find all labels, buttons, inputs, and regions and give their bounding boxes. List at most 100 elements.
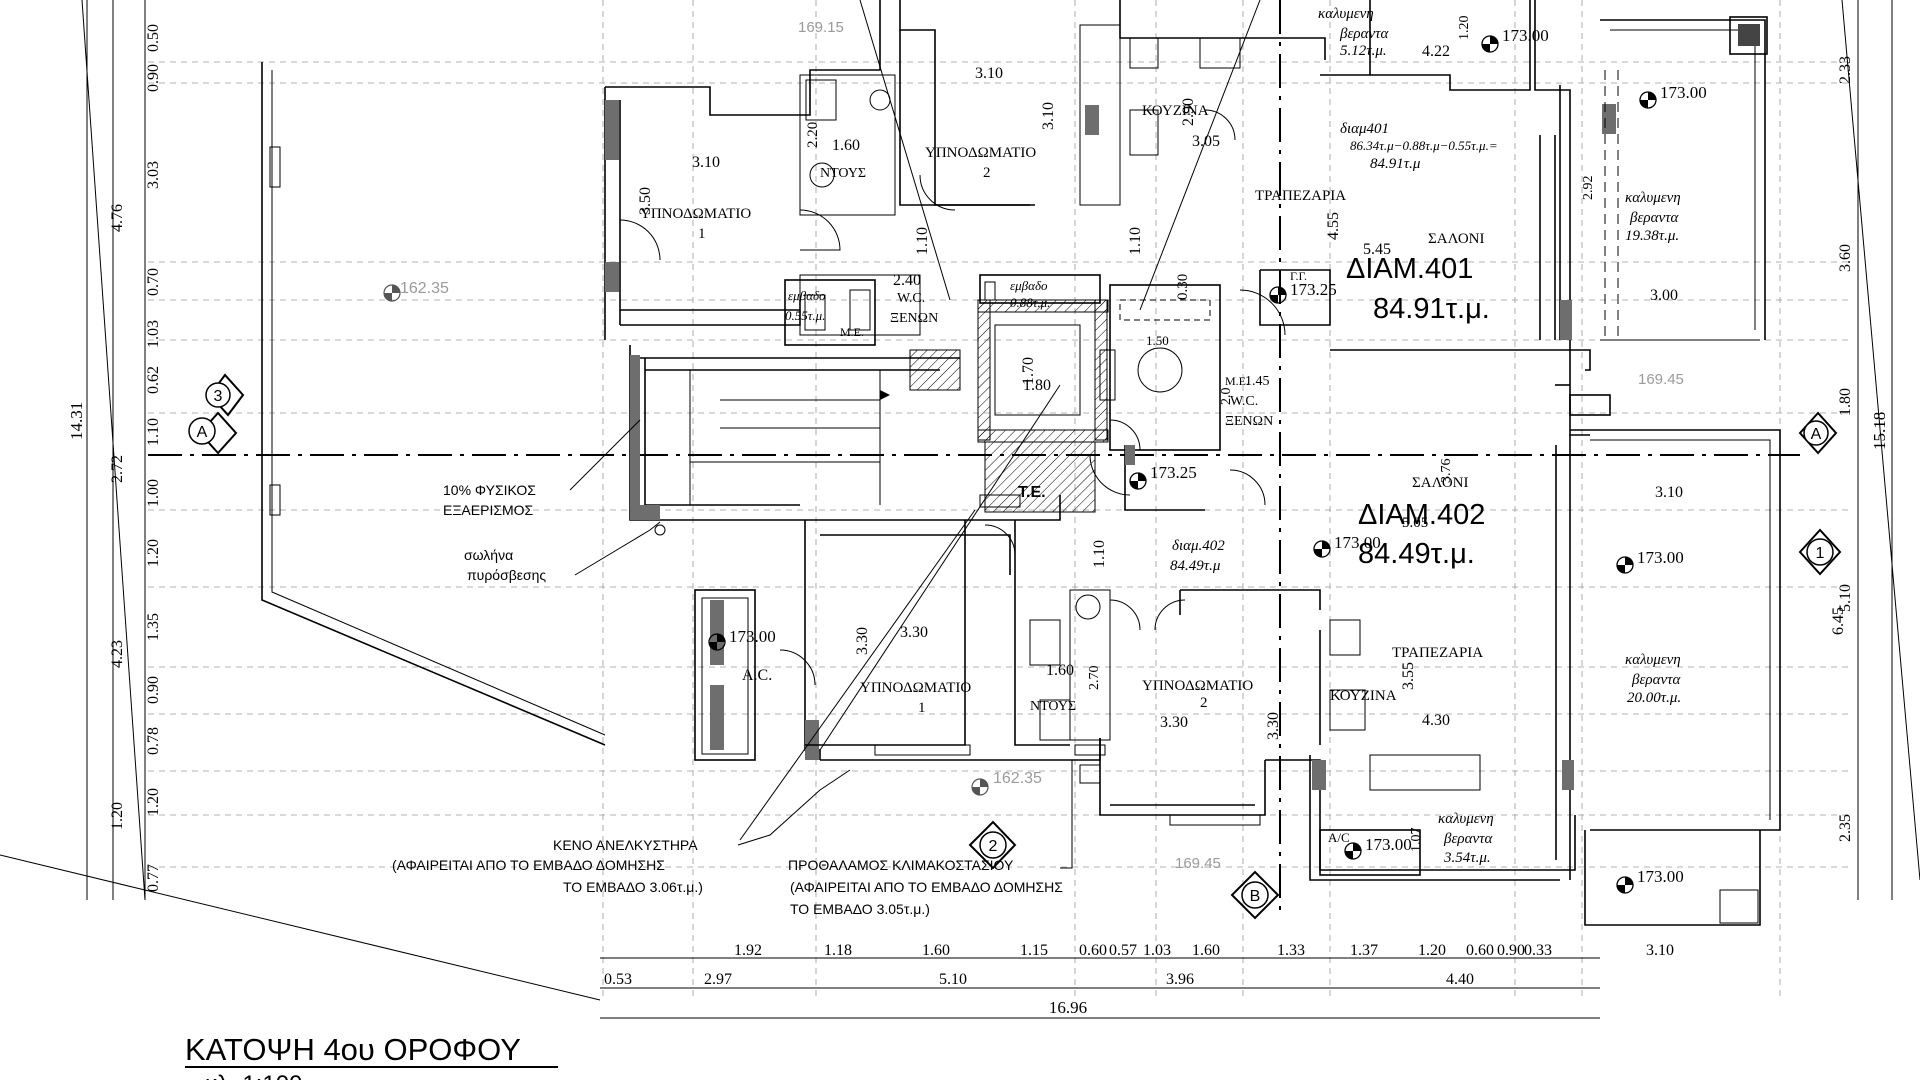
- ac-label: A.C.: [742, 667, 772, 684]
- dimension-value: 1.15: [1020, 942, 1048, 959]
- axis-markers: A 3 A 1 2 B: [188, 373, 1842, 920]
- apt-402-kitchen: ΚΟΥΖΙΝΑ: [1330, 688, 1397, 704]
- room-dim: 1.20: [1457, 16, 1472, 41]
- level-marker: 173.00: [708, 627, 776, 651]
- leader-lines: [569, 0, 1261, 869]
- dimension-value: 0.50: [145, 24, 162, 52]
- dimension-value: 1.60: [1192, 942, 1220, 959]
- apt-402-bedroom-1: ΥΠΝΟΔΩΜΑΤΙΟ: [860, 680, 971, 696]
- svg-text:B: B: [1250, 888, 1261, 905]
- apt-402-veranda-bottom-2: βεραντα: [1443, 831, 1493, 847]
- room-dim: 3.30: [1160, 714, 1188, 731]
- svg-text:173.00: 173.00: [1365, 835, 1412, 854]
- axis-marker-a-left: A: [188, 411, 238, 455]
- apt-402-dining: ΤΡΑΠΕΖΑΡΙΑ: [1392, 645, 1483, 661]
- dimension-right-inner: 6.45: [1830, 607, 1847, 635]
- gg-label: Γ.Γ.: [1290, 269, 1307, 283]
- axis-marker-a-right: A: [1798, 411, 1838, 455]
- room-dim: 3.30: [900, 624, 928, 641]
- apt-401-bedroom-1-num: 1: [698, 226, 706, 242]
- svg-text:A: A: [1811, 426, 1822, 443]
- dimension-value: 0.60: [1466, 942, 1494, 959]
- dimension-value: 1.20: [145, 539, 162, 567]
- drawing-scale: κλ. 1:100: [205, 1071, 302, 1080]
- dimension-value: 0.62: [145, 366, 162, 394]
- dimension-value: 3.60: [1837, 244, 1854, 272]
- svg-text:173.00: 173.00: [1637, 548, 1684, 567]
- dimension-total-right: 15.18: [1870, 412, 1889, 450]
- apt-401-veranda-top: καλυμενη: [1318, 6, 1374, 22]
- room-dim: 3.10: [975, 65, 1003, 82]
- room-dim: 1.10: [914, 227, 931, 255]
- svg-text:173.00: 173.00: [1334, 533, 1381, 552]
- level-marker: 173.00: [1344, 835, 1412, 860]
- room-dim: 1.07: [1409, 828, 1424, 853]
- room-dim: 1.45: [1245, 374, 1270, 389]
- level-marker: 173.25: [1129, 463, 1197, 490]
- apt-402-shower: ΝΤΟΥΣ: [1030, 699, 1076, 714]
- apt-402-veranda-right: καλυμενη: [1625, 652, 1681, 668]
- note-lobby-3: ΤΟ ΕΜΒΑΔΟ 3.05τ.μ.): [790, 901, 930, 917]
- room-dim: 3.00: [1650, 287, 1678, 304]
- axis-marker-2: 2: [968, 820, 1017, 870]
- apt-401-veranda-top-area: 5.12τ.μ.: [1340, 43, 1387, 59]
- svg-text:A: A: [197, 424, 208, 441]
- room-dim: 3.30: [854, 627, 871, 655]
- dimension-total-left: 14.31: [67, 402, 86, 440]
- apt-402-wc-guest: ΞΕΝΩΝ: [1225, 414, 1273, 429]
- apt-402-living: ΣΑΛΟΝΙ: [1412, 475, 1468, 491]
- apt-401-label-small: διαμ401: [1340, 121, 1389, 137]
- svg-text:173.00: 173.00: [1637, 867, 1684, 886]
- room-dim: 1.50: [1146, 333, 1169, 348]
- level-marker: 173.00: [1481, 26, 1549, 53]
- dimension-value: 2.33: [1837, 56, 1854, 84]
- dimension-value: 0.78: [145, 727, 162, 755]
- apt-401-calc-result: 84.91τ.μ: [1370, 156, 1421, 172]
- room-dim: 3.50: [637, 187, 654, 215]
- note-lobby-1: ΠΡΟΘΑΛΑΜΟΣ ΚΛΙΜΑΚΟΣΤΑΣΙΟΥ: [788, 857, 1014, 873]
- level-marker: 173.00: [1616, 867, 1684, 894]
- svg-text:173.25: 173.25: [1150, 463, 1197, 482]
- room-dim: 4.30: [1422, 712, 1450, 729]
- apt-402-label: ΔΙΑΜ.402: [1358, 499, 1485, 531]
- core-walls: [629, 284, 1221, 521]
- room-dim: 2.40: [893, 272, 921, 289]
- svg-text:173.00: 173.00: [1660, 83, 1707, 102]
- dimension-value: 1.80: [1837, 388, 1854, 416]
- note-lobby-2: (ΑΦΑΙΡΕΙΤΑΙ ΑΠΟ ΤΟ ΕΜΒΑΔΟ ΔΟΜΗΣΗΣ: [790, 879, 1063, 895]
- dimension-value: 4.23: [109, 640, 126, 668]
- apartment-401-walls: [604, 0, 1768, 371]
- apt-401-embado-1: εμβαδο: [788, 288, 826, 303]
- apt-401-area: 84.91τ.μ.: [1373, 293, 1490, 325]
- apt-401-bedroom-2-num: 2: [983, 165, 991, 181]
- room-dim: 3.76: [1439, 459, 1454, 484]
- apt-401-label: ΔΙΑΜ.401: [1346, 253, 1473, 285]
- dimension-value: 1.20: [145, 788, 162, 816]
- axis-marker-3: 3: [205, 373, 245, 417]
- svg-text:173.00: 173.00: [1502, 26, 1549, 45]
- dimension-value: 1.20: [1418, 942, 1446, 959]
- room-dim: 1.70: [1020, 357, 1037, 385]
- small-shafts: [784, 274, 1101, 346]
- axis-marker-1: 1: [1798, 528, 1842, 576]
- apt-402-area-small: 84.49τ.μ: [1170, 558, 1221, 574]
- dimension-value: 0.70: [145, 268, 162, 296]
- dimension-value: 0.90: [1497, 942, 1525, 959]
- apt-402-bedroom-2: ΥΠΝΟΔΩΜΑΤΙΟ: [1142, 678, 1253, 694]
- note-elevator-2: (ΑΦΑΙΡΕΙΤΑΙ ΑΠΟ ΤΟ ΕΜΒΑΔΟ ΔΟΜΗΣΗΣ: [392, 857, 665, 873]
- level-marker: 173.00: [1616, 548, 1684, 574]
- apartment-402-walls: [694, 349, 1781, 926]
- apt-401-embado-2-area: 0.88τ.μ.: [1010, 295, 1050, 310]
- dimension-value: 0.90: [145, 64, 162, 92]
- te-label: Τ.Ε.: [1018, 484, 1046, 501]
- note-ventilation-2: ΕΞΑΕΡΙΣΜΟΣ: [443, 502, 534, 518]
- apt-402-veranda-bottom-area: 3.54τ.μ.: [1443, 850, 1491, 866]
- room-dim: 1.80: [1023, 377, 1051, 394]
- room-dim: 1.60: [832, 137, 860, 154]
- dimension-value: 3.96: [1166, 971, 1194, 988]
- dimension-total-horizontal: 16.96: [1049, 998, 1087, 1017]
- apt-402-area: 84.49τ.μ.: [1358, 538, 1475, 570]
- dimension-col-left: 0.500.903.030.701.030.621.101.001.201.35…: [145, 24, 162, 892]
